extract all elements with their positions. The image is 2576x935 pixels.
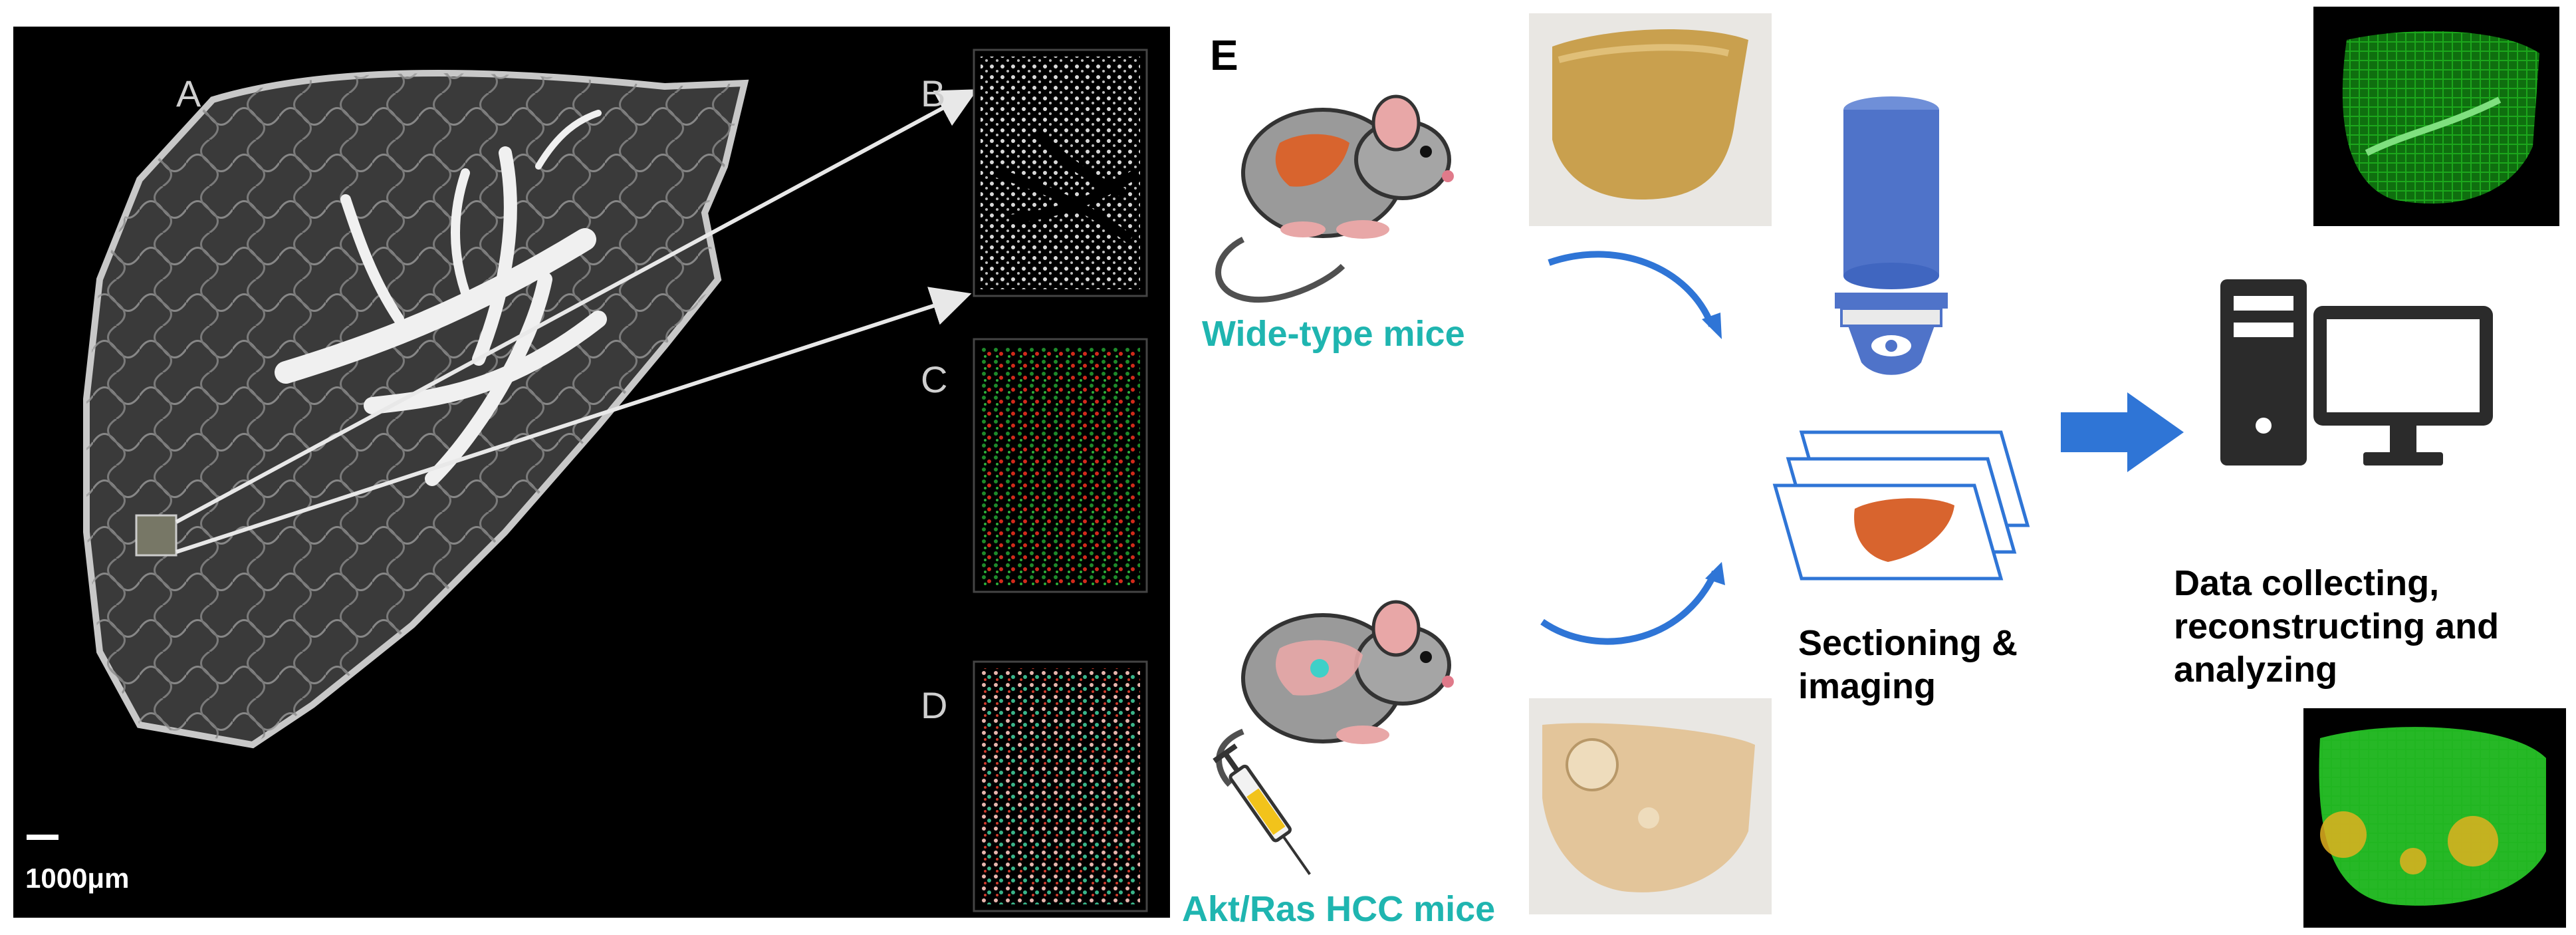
sectioning-label-line2: imaging: [1798, 666, 1936, 706]
label-a: A: [176, 72, 201, 114]
curved-arrow: [1548, 251, 1715, 327]
hcc-label: Akt/Ras HCC mice: [1182, 889, 1495, 929]
microscope-icon: [1835, 96, 1948, 375]
hcc-reconstruction: [2303, 708, 2566, 928]
mouse-icon: [1216, 600, 1454, 787]
syringe-icon: [1213, 743, 1311, 875]
sectioning-label-line1: Sectioning &: [1798, 623, 2018, 663]
process-arrow: [2061, 392, 2184, 472]
data-label-line3: analyzing: [2174, 650, 2337, 690]
scale-bar-label: 1000μm: [25, 863, 129, 894]
wild-type-liver-photo: [1529, 13, 1772, 226]
hcc-liver-photo: [1529, 698, 1772, 914]
monitor-icon: [2313, 306, 2493, 466]
computer-tower-icon: [2220, 279, 2307, 466]
left-panel: A B C D 1000μm: [13, 27, 1170, 918]
liver-icon: [1854, 498, 1954, 562]
liver-icon: [1275, 134, 1349, 187]
label-c: C: [921, 358, 947, 400]
data-label-line1: Data collecting,: [2174, 563, 2439, 603]
curved-arrow: [1540, 570, 1718, 645]
wild-type-label: Wide-type mice: [1202, 314, 1465, 354]
label-e: E: [1210, 31, 1238, 79]
mouse-icon: [1215, 94, 1454, 303]
panel-c-image: [973, 338, 1148, 593]
selection-box: [135, 514, 177, 557]
panel-d-image: [973, 660, 1148, 912]
right-panel: E Wide-type mice: [1182, 7, 2566, 929]
label-b: B: [921, 72, 945, 114]
connector-arrow: [175, 89, 978, 524]
panel-b-image: [973, 49, 1148, 297]
liver-lobe-image: [83, 70, 749, 749]
section-slides-icon: [1772, 430, 2030, 581]
connector-arrow: [176, 287, 972, 554]
wild-type-reconstruction: [2313, 7, 2559, 226]
scale-bar: [27, 835, 59, 840]
label-d: D: [921, 684, 947, 726]
data-label-line2: reconstructing and: [2174, 606, 2499, 646]
